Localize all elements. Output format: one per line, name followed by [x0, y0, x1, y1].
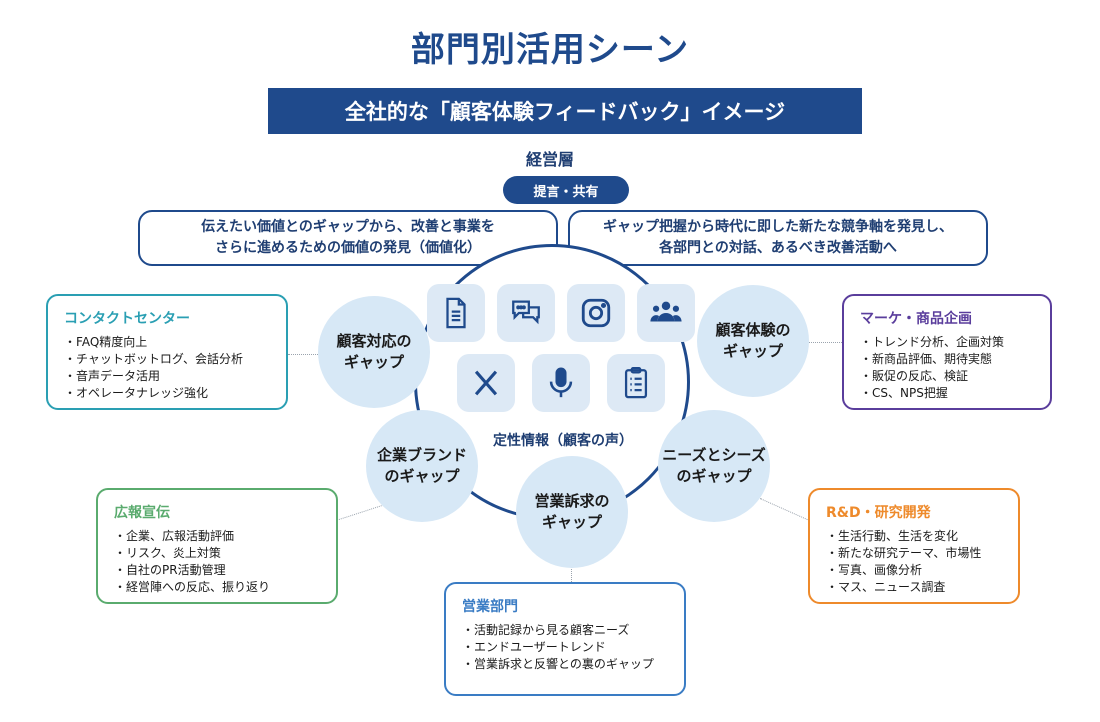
gap-customer-experience-line-1: 顧客体験の [715, 321, 791, 339]
dept-item: 新商品評価、期待実態 [860, 351, 1034, 368]
tile-checklist [607, 354, 665, 412]
gap-corporate-brand-line-1: 企業ブランド [376, 446, 467, 464]
gap-sales-appeal-line-2: ギャップ [541, 513, 602, 531]
gap-sales-appeal-line-1: 営業訴求の [534, 492, 610, 510]
subtitle-banner: 全社的な「顧客体験フィードバック」イメージ [268, 88, 862, 134]
dept-item: 音声データ活用 [64, 368, 270, 385]
dept-item: CS、NPS把握 [860, 385, 1034, 402]
dept-item: FAQ精度向上 [64, 334, 270, 351]
bubble-left-line-1: 伝えたい価値とのギャップから、改善と事業を [201, 219, 495, 235]
dept-item: 自社のPR活動管理 [114, 562, 320, 579]
gap-corporate-brand: 企業ブランド のギャップ [366, 410, 478, 522]
instagram-icon [581, 298, 611, 328]
dept-item: エンドユーザートレンド [462, 639, 668, 656]
dept-title: 広報宣伝 [114, 505, 170, 521]
dept-item: 活動記録から見る顧客ニーズ [462, 622, 668, 639]
bubble-left-line-2: さらに進めるための価値の発見（価値化） [215, 240, 481, 256]
management-bubble-left: 伝えたい価値とのギャップから、改善と事業を さらに進めるための価値の発見（価値化… [138, 210, 558, 266]
connector-rnd [759, 498, 812, 522]
gap-needs-seeds-line-2: のギャップ [676, 467, 752, 485]
gap-needs-seeds: ニーズとシーズ のギャップ [658, 410, 770, 522]
dept-sales: 営業部門 活動記録から見る顧客ニーズ エンドユーザートレンド 営業訴求と反響との… [444, 582, 686, 696]
connector-contact [288, 354, 320, 355]
dept-item: 生活行動、生活を変化 [826, 528, 1002, 545]
connector-sales [571, 566, 572, 584]
gap-sales-appeal: 営業訴求の ギャップ [516, 456, 628, 568]
tile-document [427, 284, 485, 342]
dept-item: 写真、画像分析 [826, 562, 1002, 579]
dept-item: 販促の反応、検証 [860, 368, 1034, 385]
dept-item: チャットボットログ、会話分析 [64, 351, 270, 368]
management-label: 経営層 [525, 150, 574, 169]
dept-item: リスク、炎上対策 [114, 545, 320, 562]
tile-x [457, 354, 515, 412]
page-title: 部門別活用シーン [410, 30, 690, 70]
dept-item: オペレータナレッジ強化 [64, 385, 270, 402]
qualitative-info-label: 定性情報（顧客の声） [493, 433, 633, 449]
proposal-share-pill: 提言・共有 [503, 176, 629, 204]
dept-title: マーケ・商品企画 [860, 311, 972, 327]
chat-icon [512, 300, 540, 325]
dept-contact-center: コンタクトセンター FAQ精度向上 チャットボットログ、会話分析 音声データ活用… [46, 294, 288, 410]
dept-item: トレンド分析、企画対策 [860, 334, 1034, 351]
bubble-right-line-2: 各部門との対話、あるべき改善活動へ [659, 240, 897, 256]
dept-item: マス、ニュース調査 [826, 579, 1002, 596]
dept-title: コンタクトセンター [64, 311, 190, 327]
gap-customer-support: 顧客対応の ギャップ [318, 296, 430, 408]
document-icon [446, 297, 466, 329]
tile-group [637, 284, 695, 342]
gap-needs-seeds-line-1: ニーズとシーズ [662, 446, 766, 464]
gap-customer-support-line-2: ギャップ [343, 353, 404, 371]
x-icon [474, 370, 498, 396]
gap-customer-support-line-1: 顧客対応の [336, 332, 412, 350]
group-icon [650, 301, 682, 322]
tile-microphone [532, 354, 590, 412]
dept-pr-advertising: 広報宣伝 企業、広報活動評価 リスク、炎上対策 自社のPR活動管理 経営陣への反… [96, 488, 338, 604]
tile-instagram [567, 284, 625, 342]
dept-item: 営業訴求と反響との裏のギャップ [462, 656, 668, 673]
bubble-right-line-1: ギャップ把握から時代に即した新たな競争軸を発見し、 [603, 219, 953, 235]
dept-marketing-planning: マーケ・商品企画 トレンド分析、企画対策 新商品評価、期待実態 販促の反応、検証… [842, 294, 1052, 410]
checklist-icon [624, 366, 648, 399]
dept-item: 企業、広報活動評価 [114, 528, 320, 545]
dept-title: 営業部門 [462, 599, 518, 615]
connector-marketing [806, 342, 842, 343]
dept-item: 経営陣への反応、振り返り [114, 579, 320, 596]
tile-chat [497, 284, 555, 342]
management-bubble-right: ギャップ把握から時代に即した新たな競争軸を発見し、 各部門との対話、あるべき改善… [568, 210, 988, 266]
dept-item: 新たな研究テーマ、市場性 [826, 545, 1002, 562]
dept-title: R&D・研究開発 [826, 505, 931, 521]
connector-pr [335, 503, 386, 521]
microphone-icon [549, 367, 573, 398]
gap-corporate-brand-line-2: のギャップ [384, 467, 460, 485]
gap-customer-experience: 顧客体験の ギャップ [697, 285, 809, 397]
dept-rnd: R&D・研究開発 生活行動、生活を変化 新たな研究テーマ、市場性 写真、画像分析… [808, 488, 1020, 604]
gap-customer-experience-line-2: ギャップ [722, 342, 783, 360]
